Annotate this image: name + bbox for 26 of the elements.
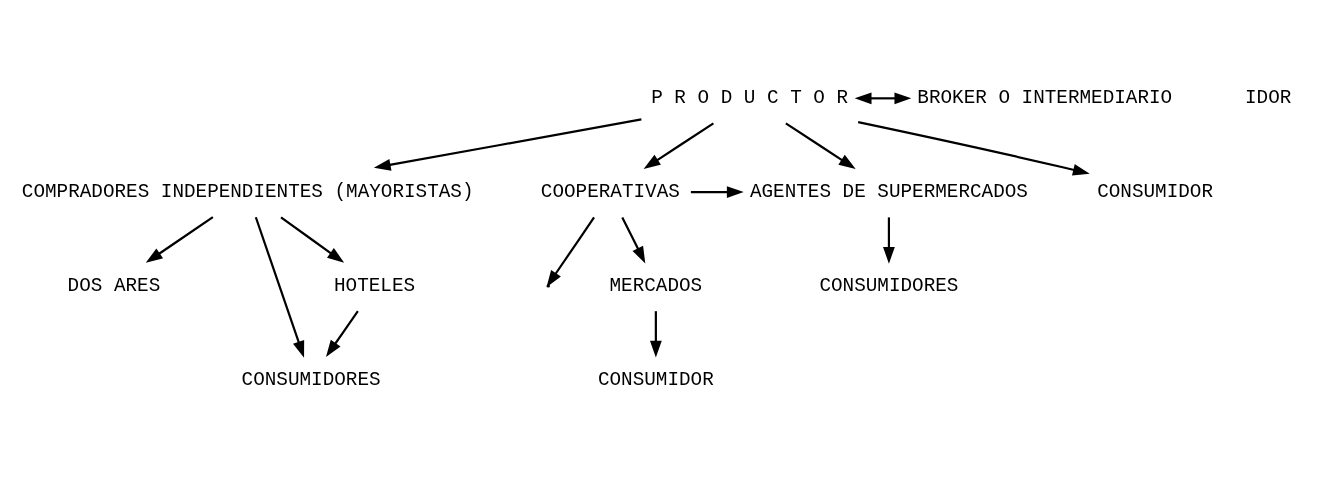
node-text: COOPERATIVAS [540, 181, 680, 204]
node-text: HOTELES [334, 274, 416, 297]
arrow [649, 311, 662, 358]
arrow [643, 122, 714, 169]
node-text: CONSUMIDORES [241, 368, 381, 391]
arrow [690, 186, 744, 198]
arrow [621, 216, 646, 264]
arrow [254, 216, 305, 358]
arrow [785, 122, 856, 169]
node-text: COMPRADORES INDEPENDIENTES (MAYORISTAS) [21, 181, 474, 204]
label: IDOR [1244, 87, 1292, 110]
arrow [280, 216, 345, 263]
arrow [373, 118, 642, 171]
node-text: MERCADOS [609, 274, 703, 297]
node-text: CONSUMIDOR [1097, 181, 1213, 204]
node-text: P R O D U C T O R [651, 87, 849, 110]
arrow [325, 310, 359, 357]
node-text: AGENTES DE SUPERMERCADOS [749, 181, 1028, 204]
arrow [145, 216, 214, 263]
arrow [883, 217, 895, 264]
arrow [854, 92, 912, 105]
node-text: CONSUMIDORES [819, 274, 959, 297]
node-text: BROKER O INTERMEDIARIO [917, 87, 1173, 110]
arrow [857, 121, 1090, 176]
node-text: DOS ARES [67, 274, 161, 297]
node-text: CONSUMIDOR [597, 368, 714, 391]
